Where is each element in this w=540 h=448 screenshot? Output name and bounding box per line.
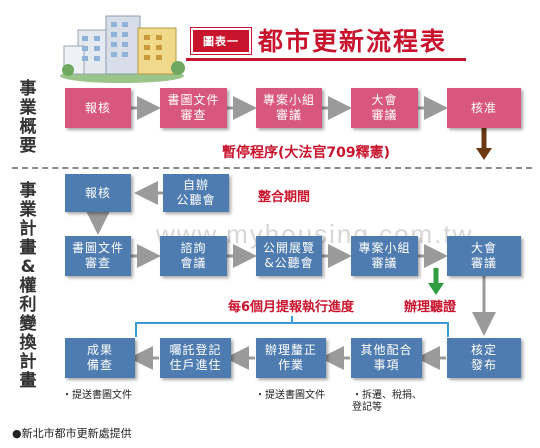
page-title: 都市更新流程表 <box>258 27 448 56</box>
plan-step-submit: 報核 <box>65 174 131 212</box>
suspension-note: 暫停程序(大法官709釋憲) <box>222 145 391 161</box>
plan-step-document-review: 書圖文件 審查 <box>65 236 131 276</box>
source-credit: ●新北市都市更新處提供 <box>12 427 132 440</box>
hearing-label: 辦理聽證 <box>404 300 457 315</box>
section-label-overview: 事業概要 <box>19 79 37 156</box>
overview-step-assembly: 大會 審議 <box>351 88 418 128</box>
title-underline <box>186 58 466 61</box>
overview-step-task-group: 專案小組 審議 <box>256 88 322 128</box>
plan-step-results-filing: 成果 備查 <box>65 338 135 378</box>
plan-step-consultation: 諮詢 會議 <box>160 236 227 276</box>
plan-step-public-exhibition: 公開展覽 &公聽會 <box>256 236 322 276</box>
note-submit-documents-1: ・提送書圖文件 <box>62 390 132 401</box>
note-other-items: ・拆遷、稅捐、 登記等 <box>352 390 422 413</box>
plan-step-assembly: 大會 審議 <box>447 236 521 276</box>
plan-step-other-matters: 其他配合 事項 <box>351 338 422 378</box>
section-label-plan: 事業計畫&權利變換計畫 <box>19 181 37 391</box>
section-divider <box>12 167 532 169</box>
buildings-illustration <box>60 15 185 83</box>
self-public-hearing: 自辦 公聽會 <box>163 174 229 212</box>
note-submit-documents-2: ・提送書圖文件 <box>255 390 325 401</box>
overview-step-document-review: 書圖文件 審查 <box>160 88 227 128</box>
plan-step-final-approval: 核定 發布 <box>447 338 521 378</box>
progress-report-label: 每6個月提報執行進度 <box>228 300 355 315</box>
figure-badge: 圖表一 <box>191 28 251 54</box>
overview-step-approval: 核准 <box>447 88 521 128</box>
overview-step-submit: 報核 <box>65 88 131 128</box>
plan-step-correction: 辦理釐正 作業 <box>256 338 326 378</box>
plan-step-task-group: 專案小組 審議 <box>351 236 418 276</box>
integration-period-label: 整合期間 <box>258 190 311 205</box>
plan-step-registration: 囑託登記 住戶進住 <box>160 338 231 378</box>
